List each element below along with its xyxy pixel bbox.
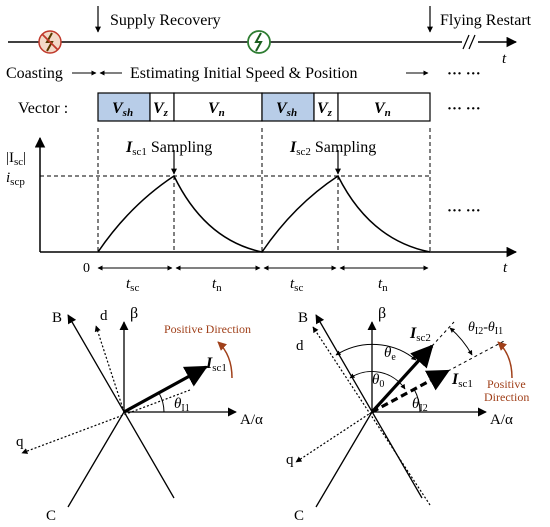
plot-origin-label: 0 (83, 261, 90, 276)
plot-y-label: |Isc| (6, 150, 26, 168)
left-theta-label: θI1 (174, 396, 190, 414)
vector-cell-vn-1-label: Vn (208, 100, 225, 119)
vector-cell-vz-2-label: Vz (317, 100, 333, 119)
plot-ellipsis: ··· ··· (447, 203, 481, 219)
left-rotation-arrow (217, 341, 233, 379)
coasting-label: Coasting (6, 65, 63, 82)
left-theta-arc (158, 392, 165, 413)
interval-label-1: tn (212, 276, 222, 294)
right-theta-i2-label: θI2 (412, 396, 428, 414)
left-isc1-label: Isc1 (205, 355, 227, 374)
interval-label-2: tsc (290, 276, 303, 294)
right-isc1-extension (447, 339, 507, 372)
right-isc1-label: Isc1 (451, 371, 473, 390)
interval-label-0: tsc (126, 276, 139, 294)
plot-t-label: t (503, 260, 508, 276)
right-positive-label: Positive (487, 377, 526, 391)
left-d-axis (94, 325, 125, 413)
vector-row-label: Vector : (18, 100, 68, 117)
vector-cell-vn-2-label: Vn (374, 100, 391, 119)
flying-restart-label: Flying Restart (440, 12, 532, 29)
left-beta-label: β (130, 305, 138, 322)
left-d-label: d (100, 308, 108, 324)
right-isc2-extension (431, 321, 455, 347)
right-q-axis (295, 411, 373, 463)
right-c-axis (315, 411, 373, 508)
right-b-label: B (298, 310, 308, 326)
right-theta-e-label: θe (384, 345, 396, 363)
timeline-ellipsis: ··· ··· (447, 66, 481, 82)
timeline-t-label: t (502, 51, 507, 67)
estimating-label: Estimating Initial Speed & Position (130, 65, 358, 82)
vector-cell-vn-2 (337, 92, 431, 122)
vector-cell-vsh-1-label: Vsh (112, 100, 133, 119)
right-rotation-arrow (497, 341, 513, 379)
supply-recovery-label: Supply Recovery (110, 12, 221, 29)
power-on-icon (247, 30, 271, 54)
vector-row-ellipsis: ··· ··· (447, 101, 481, 117)
right-theta-e-arc (335, 343, 417, 361)
right-b-axis (315, 314, 423, 499)
left-b-label: B (52, 310, 62, 326)
right-direction-label: Direction (484, 390, 529, 404)
right-q-label: q (286, 452, 294, 468)
right-isc1-vector (371, 369, 450, 414)
timeline-section: t Supply Recovery Flying Restart Coastin… (6, 6, 532, 82)
right-vector-diagram: A/α β B C d q Isc2 Isc1 θI2-θI1 θe θ0 θI… (286, 305, 529, 524)
right-d-axis (312, 326, 431, 506)
vector-cell-vsh-2-label: Vsh (276, 100, 297, 119)
right-diff-arc (449, 327, 473, 356)
right-theta-i2-arc (413, 388, 421, 413)
right-theta-0-arc (349, 371, 406, 390)
left-positive-direction-label: Positive Direction (164, 322, 251, 336)
axis-break-mark (462, 34, 476, 50)
left-b-axis (67, 314, 175, 499)
right-c-label: C (294, 508, 304, 524)
left-q-label: q (16, 434, 24, 450)
left-a-label: A/α (240, 412, 263, 428)
left-c-label: C (46, 508, 56, 524)
right-beta-label: β (378, 305, 386, 322)
right-d-label: d (296, 338, 304, 354)
left-isc1-vector (123, 365, 208, 414)
current-waveform (97, 174, 431, 253)
left-c-axis (67, 411, 125, 508)
interval-label-3: tn (378, 276, 388, 294)
iscp-label: iscp (6, 170, 25, 188)
right-diff-label: θI2-θI1 (468, 320, 503, 337)
right-theta-0-label: θ0 (372, 372, 384, 390)
right-a-label: A/α (490, 412, 513, 428)
power-off-icon (38, 30, 62, 54)
vector-cell-vz-1-label: Vz (153, 100, 169, 119)
vector-row: Vector : Vsh Vz Vn Vsh Vz Vn ··· ··· (18, 92, 481, 122)
left-vector-diagram: A/α β B C d q Isc1 θI1 Positive Directio… (16, 305, 263, 524)
right-isc2-label: Isc2 (409, 325, 431, 344)
